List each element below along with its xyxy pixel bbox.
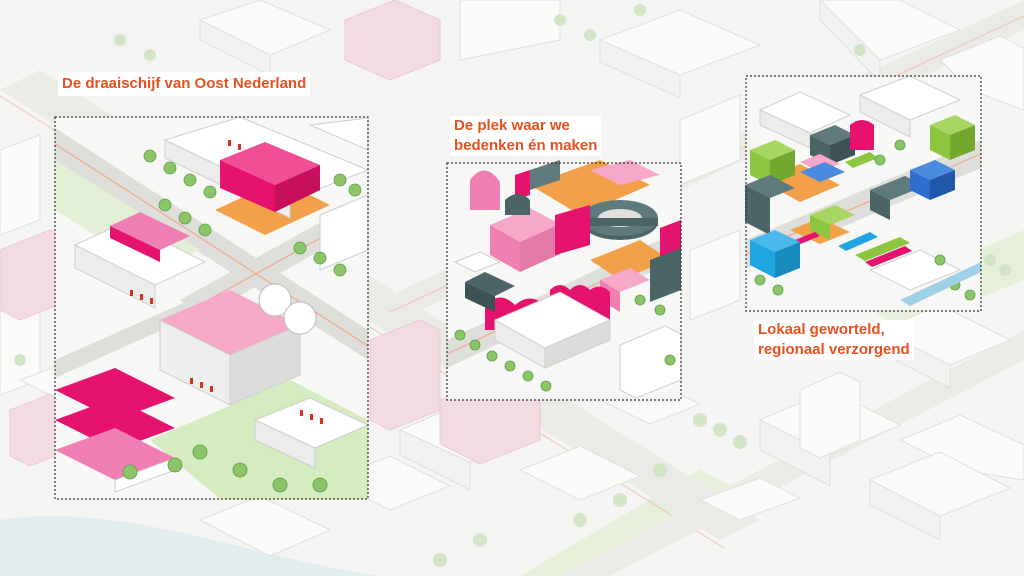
panel-2-white-sheds [453, 251, 682, 399]
panel-1-caption: De draaischijf van Oost Nederland [58, 72, 311, 96]
panel-1-pink-block [159, 283, 317, 406]
panel-1-white-blocks [253, 194, 370, 469]
panel-1-magenta-building [220, 142, 320, 212]
panel-3-lime-blocks [750, 115, 975, 261]
river-shape [0, 515, 380, 576]
panel-3-trees [754, 139, 976, 301]
panel-1-pink-arched [73, 212, 207, 309]
panel-3-caption: Lokaal geworteld, regionaal verzorgend [754, 320, 914, 360]
panel-1-scene [54, 116, 370, 499]
panel-3-frame [745, 75, 982, 312]
panel-2-scene [446, 160, 682, 400]
panel-2-ring-building [582, 200, 658, 240]
panel-2-slate-buildings [465, 160, 681, 312]
panel-2-caption: De plek waar we bedenken én maken [450, 116, 602, 156]
faded-trees [14, 4, 1011, 567]
panel-1-magenta-lower [55, 368, 176, 493]
panel-3-blue-blocks [750, 160, 955, 278]
panel-1-frame [54, 116, 369, 500]
panel-1-trees [122, 149, 362, 493]
panel-1-trucks [130, 140, 323, 424]
panel-3-canal [900, 262, 981, 306]
panel-2-frame [446, 162, 682, 401]
panel-3-scene [745, 75, 982, 311]
panel-2-trees [454, 294, 676, 392]
